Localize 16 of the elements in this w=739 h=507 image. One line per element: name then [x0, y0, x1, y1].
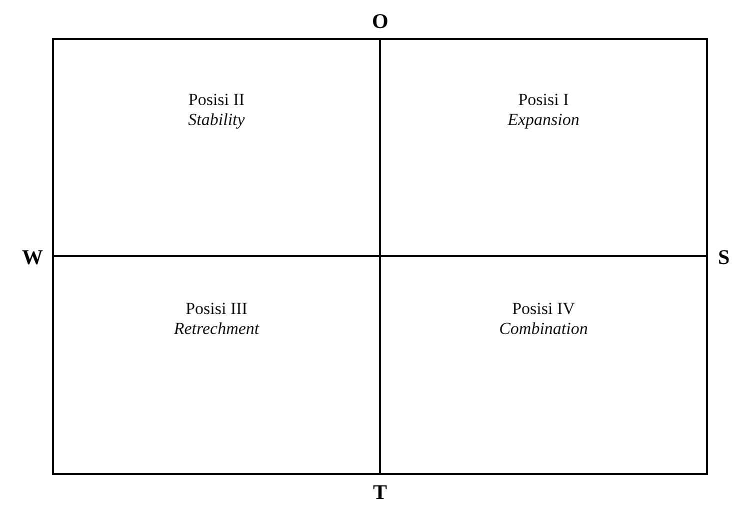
- axis-label: T: [373, 481, 388, 503]
- quadrant-title: Posisi IV: [512, 299, 575, 319]
- quadrant-title: Posisi III: [186, 299, 248, 319]
- axis-label: O: [372, 10, 388, 32]
- quadrant-cell: [52, 256, 380, 475]
- quadrant-cell: [52, 38, 380, 256]
- quadrant-title: Posisi I: [518, 90, 569, 110]
- quadrant-cell: [380, 256, 708, 475]
- quadrant-title: Posisi II: [188, 90, 245, 110]
- strategy-label: Expansion: [508, 110, 580, 130]
- strategy-label: Stability: [188, 110, 245, 130]
- strategy-label: Retrechment: [174, 319, 260, 339]
- axis-label: W: [22, 246, 43, 268]
- quadrant-cell: [380, 38, 708, 256]
- axis-label: S: [718, 246, 730, 268]
- strategy-label: Combination: [499, 319, 588, 339]
